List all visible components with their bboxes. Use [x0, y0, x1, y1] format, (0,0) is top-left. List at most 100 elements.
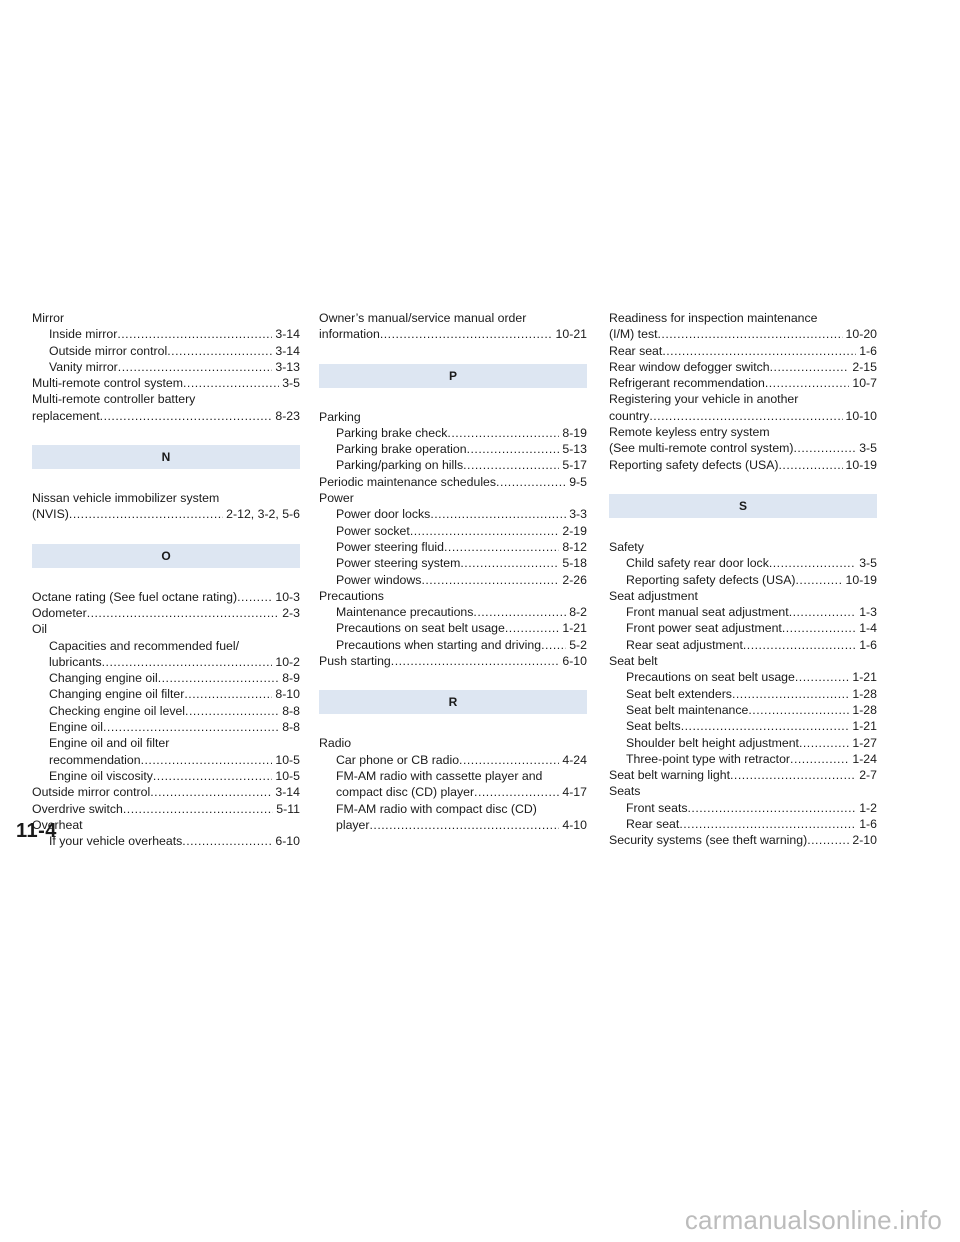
index-entry-label: Precautions on seat belt usage — [336, 621, 505, 636]
index-entry-label: Power — [319, 491, 354, 506]
index-heading: Parking — [319, 409, 587, 425]
index-entry: Engine oil viscosity10-5 — [32, 768, 300, 784]
index-entry: (I/M) test10-20 — [609, 326, 877, 342]
index-entry: Push starting6-10 — [319, 653, 587, 669]
index-entry-page: 1-6 — [859, 343, 877, 358]
index-entry-label: recommendation — [49, 752, 141, 767]
index-entry-label: Power door locks — [336, 507, 431, 522]
index-entry-label: Seat belts — [626, 719, 681, 734]
index-entry: Odometer2-3 — [32, 605, 300, 621]
index-entry-page: 3-3 — [569, 507, 587, 522]
index-entry: Checking engine oil level8-8 — [32, 703, 300, 719]
index-entry-page: 1-21 — [852, 670, 877, 685]
index-entry-label: Seat adjustment — [609, 588, 698, 603]
index-entry-page: 1-21 — [852, 719, 877, 734]
index-entry-label: (I/M) test — [609, 327, 658, 342]
index-entry-label: Security systems (see theft warning) — [609, 833, 808, 848]
index-heading: Seat belt — [609, 653, 877, 669]
index-entry-page: 2-12, 3-2, 5-6 — [226, 507, 300, 522]
index-entry-page: 3-14 — [275, 343, 300, 358]
index-entry-label: Refrigerant recommendation — [609, 376, 765, 391]
index-entry: (See multi-remote control system) 3-5 — [609, 440, 877, 456]
index-entry-page: 3-5 — [859, 556, 877, 571]
index-entry-label: Seat belt maintenance — [626, 702, 749, 717]
index-heading: Owner’s manual/service manual order — [319, 310, 587, 326]
dot-leader — [743, 637, 856, 653]
dot-leader — [460, 555, 559, 571]
index-entry: Front manual seat adjustment1-3 — [609, 604, 877, 620]
index-entry-label: (See multi-remote control system) — [609, 441, 794, 456]
index-heading: FM-AM radio with compact disc (CD) — [319, 801, 587, 817]
page-number: 11-4 — [16, 820, 57, 842]
index-entry-page: 3-5 — [859, 441, 877, 456]
dot-leader — [681, 718, 850, 734]
index-entry-label: Parking brake operation — [336, 442, 467, 457]
index-entry-page: 5-2 — [569, 637, 587, 652]
dot-leader — [732, 686, 849, 702]
index-entry-label: Mirror — [32, 311, 65, 325]
index-entry-label: Changing engine oil filter — [49, 687, 185, 702]
index-entry-label: Precautions on seat belt usage — [626, 670, 795, 685]
index-heading: Registering your vehicle in another — [609, 391, 877, 407]
index-heading: Oil — [32, 621, 300, 637]
index-entry-page: 1-2 — [859, 800, 877, 815]
index-entry-label: replacement — [32, 408, 100, 423]
section-header: P — [319, 363, 587, 388]
dot-leader — [779, 457, 843, 473]
index-entry-page: 5-17 — [562, 458, 587, 473]
index-entry-page: 4-24 — [562, 752, 587, 767]
dot-leader — [782, 620, 856, 636]
index-entry-label: Power socket — [336, 523, 410, 538]
index-entry-page: 8-19 — [562, 425, 587, 440]
index-entry-page: 2-15 — [852, 359, 877, 374]
index-entry-page: 8-2 — [569, 605, 587, 620]
index-entry-label: Front seats — [626, 800, 688, 815]
index-entry: Front power seat adjustment1-4 — [609, 620, 877, 636]
index-entry-label: Radio — [319, 736, 352, 751]
index-entry: Rear seat adjustment1-6 — [609, 637, 877, 653]
index-entry: replacement 8-23 — [32, 408, 300, 424]
index-entry-label: Rear seat — [609, 343, 663, 358]
index-entry-page: 3-13 — [275, 359, 300, 374]
dot-leader — [473, 604, 566, 620]
index-entry-label: Nissan vehicle immobilizer system — [32, 491, 220, 506]
index-entry: player4-10 — [319, 817, 587, 833]
footer-watermark: carmanualsonline.info — [684, 1205, 942, 1235]
section-header: O — [32, 543, 300, 568]
index-entry-page: 1-28 — [852, 686, 877, 701]
dot-leader — [100, 408, 273, 424]
index-entry-label: Readiness for inspection maintenance — [609, 311, 818, 325]
index-entry: Parking/parking on hills5-17 — [319, 457, 587, 473]
index-entry-page: 1-27 — [852, 735, 877, 750]
index-entry-label: Reporting safety defects (USA) — [609, 457, 779, 472]
index-entry: Changing engine oil filter8-10 — [32, 686, 300, 702]
index-entry-label: Seats — [609, 784, 641, 799]
dot-leader — [447, 425, 559, 441]
index-entry-page: 1-4 — [859, 621, 877, 636]
index-entry-label: Octane rating (See fuel octane rating) — [32, 589, 238, 604]
index-entry-label: Overdrive switch — [32, 801, 123, 816]
index-entry-label: FM-AM radio with compact disc (CD) — [336, 801, 537, 816]
index-entry-page: 1-28 — [852, 702, 877, 717]
index-entry-page: 3-14 — [275, 327, 300, 342]
index-entry: recommendation10-5 — [32, 752, 300, 768]
index-entry-page: 8-23 — [275, 408, 300, 423]
index-entry: Inside mirror3-14 — [32, 326, 300, 342]
index-entry-label: Overheat — [32, 817, 83, 832]
index-heading: Safety — [609, 539, 877, 555]
index-heading: Seat adjustment — [609, 588, 877, 604]
dot-leader — [662, 343, 856, 359]
index-heading: Overheat — [32, 817, 300, 833]
dot-leader — [430, 506, 566, 522]
index-entry-label: Owner’s manual/service manual order — [319, 311, 527, 325]
index-entry: Outside mirror control3-14 — [32, 784, 300, 800]
dot-leader — [117, 326, 272, 342]
index-entry-label: Engine oil and oil filter — [49, 736, 170, 751]
index-entry-label: Power windows — [336, 572, 422, 587]
index-entry-label: Rear seat — [626, 817, 680, 832]
index-entry-page: 4-10 — [562, 817, 587, 832]
index-entry: Engine oil8-8 — [32, 719, 300, 735]
index-entry-label: Remote keyless entry system — [609, 425, 770, 440]
